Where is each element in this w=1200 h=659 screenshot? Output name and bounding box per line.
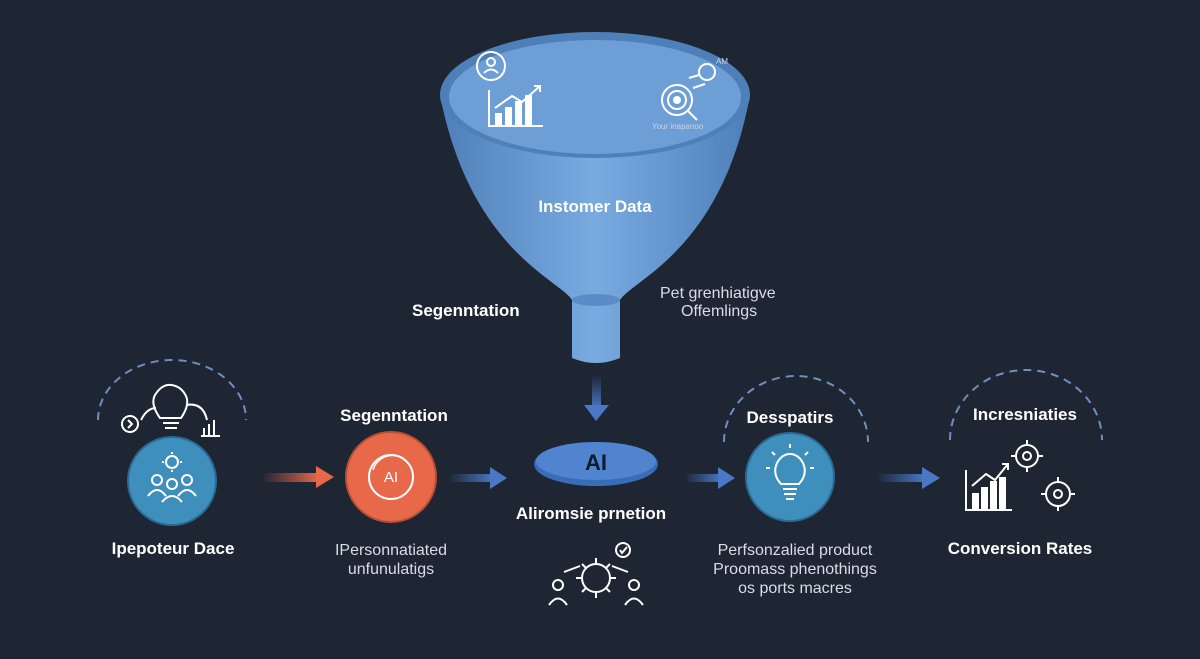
node-ai-personalization xyxy=(345,431,437,523)
side-label-right-1: Pet grenhiatigve xyxy=(660,285,776,302)
funnel-title: Instomer Data xyxy=(538,197,652,216)
dashed-arc-3 xyxy=(723,375,869,443)
arrow-3 xyxy=(684,467,735,489)
dashed-arc-1 xyxy=(97,359,247,421)
stage-3-sub-2: Proomass phenothings xyxy=(713,561,877,578)
arrow-1 xyxy=(262,466,334,488)
ai-engine-pill xyxy=(534,442,658,486)
funnel-tiny-mark: AM xyxy=(716,57,728,66)
center-caption: Aliromsie prnetion xyxy=(515,504,667,523)
ai-chip-icon xyxy=(372,454,406,471)
conversion-chart-gears-icon xyxy=(965,440,1075,511)
funnel-icon-caption: Your inapanoo xyxy=(652,122,704,131)
stage-2-sub-1: IPersonnatiated xyxy=(334,542,448,559)
team-gear-icon xyxy=(147,452,197,503)
stage-4-label: Conversion Rates xyxy=(947,539,1093,558)
user-circle-icon xyxy=(476,51,506,81)
node-people xyxy=(127,436,217,526)
lightbulb-idea-icon xyxy=(121,383,220,437)
dashed-arc-4 xyxy=(949,369,1103,441)
stage-1-label: Ipepoteur Dace xyxy=(111,539,235,558)
stage-2-title: Segenntation xyxy=(340,406,448,425)
side-label-right-2: Offemlings xyxy=(681,303,758,320)
arrow-down xyxy=(584,375,609,421)
ai-pill-label: AI xyxy=(585,450,607,475)
stage-4-title: Incresniaties xyxy=(973,405,1077,424)
growth-chart-icon xyxy=(488,85,543,127)
stage-3-title: Desspatirs xyxy=(746,408,834,427)
arrow-2 xyxy=(448,467,507,489)
node-2-badge: AI xyxy=(383,469,399,486)
arrow-4 xyxy=(876,467,940,489)
stage-3-sub-3: os ports macres xyxy=(738,580,852,597)
lightbulb-icon xyxy=(766,444,814,500)
target-icon xyxy=(661,63,716,121)
stage-2-sub-2: unfunulatigs xyxy=(347,561,435,578)
side-label-left: Segenntation xyxy=(412,301,520,320)
stage-3-sub-1: Perfsonzalied product xyxy=(717,542,873,559)
team-gears-icon xyxy=(548,542,644,606)
node-product-ideas xyxy=(745,432,835,522)
